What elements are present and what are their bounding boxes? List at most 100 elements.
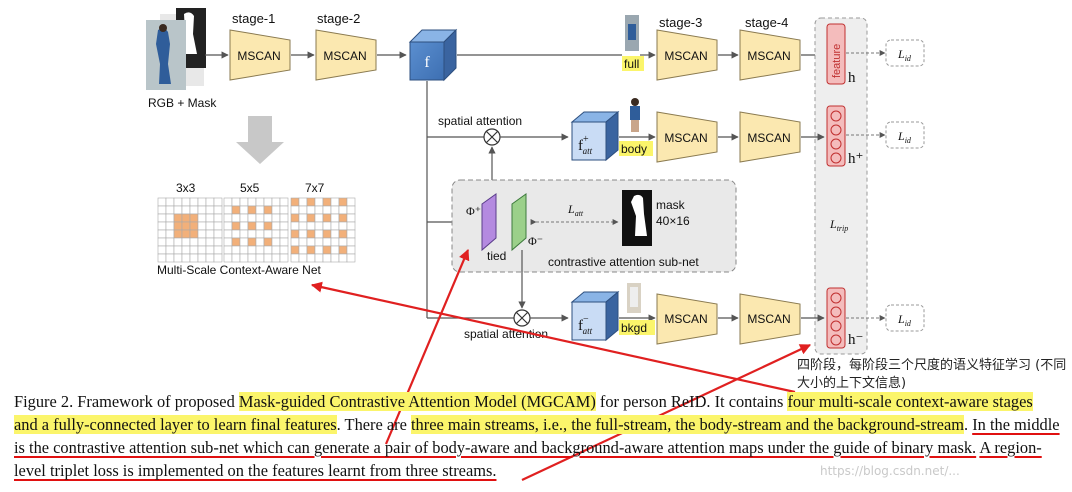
kernel-cell xyxy=(279,213,289,223)
kernel-cell xyxy=(271,253,281,263)
mscan-block-stage-1: MSCAN xyxy=(229,29,291,81)
spatial-attention-bottom-label: spatial attention xyxy=(464,327,548,341)
kernel-cell xyxy=(290,197,300,207)
kernel-cell xyxy=(255,197,265,207)
kernel-cell xyxy=(157,221,167,231)
svg-text:MSCAN: MSCAN xyxy=(237,49,280,63)
kernel-cell xyxy=(223,197,233,207)
kernel-cell xyxy=(298,197,308,207)
kernel-cell xyxy=(239,237,249,247)
kernel-cell xyxy=(157,229,167,239)
kernel-cell xyxy=(173,205,183,215)
f-att-minus-cube: f−att xyxy=(570,290,620,342)
l-id-box-full: Lid xyxy=(846,39,925,67)
kernel-cell xyxy=(279,221,289,231)
kernel-cell xyxy=(330,229,340,239)
kernel-cell xyxy=(213,229,223,239)
kernel-cell xyxy=(223,229,233,239)
kernel-cell xyxy=(263,197,273,207)
kernel-cell xyxy=(306,237,316,247)
full-stream-thumbnail xyxy=(625,15,639,51)
svg-text:f: f xyxy=(424,54,430,71)
kernel-cell xyxy=(338,221,348,231)
kernel-cell xyxy=(157,197,167,207)
full-stream-label: full xyxy=(624,57,639,71)
svg-text:MSCAN: MSCAN xyxy=(747,312,790,326)
kernel-cell xyxy=(279,245,289,255)
svg-text:MSCAN: MSCAN xyxy=(664,131,707,145)
kernel-cell xyxy=(314,229,324,239)
kernel-cell xyxy=(247,197,257,207)
input-image xyxy=(146,8,206,90)
kernel-cell xyxy=(306,221,316,231)
kernel-cell xyxy=(298,253,308,263)
kernel-cell xyxy=(197,253,207,263)
kernel-cell xyxy=(181,213,191,223)
kernel-cell xyxy=(290,253,300,263)
kernel-cell xyxy=(197,213,207,223)
kernel-cell xyxy=(298,213,308,223)
kernel-cell xyxy=(157,253,167,263)
kernel-cell xyxy=(231,213,241,223)
kernel-cell xyxy=(263,221,273,231)
kernel-cell xyxy=(205,221,215,231)
f-att-plus-cube: f+att xyxy=(570,110,620,162)
kernel-cell xyxy=(223,213,233,223)
kernel-cell xyxy=(279,205,289,215)
kernel-cell xyxy=(157,237,167,247)
down-arrow-icon xyxy=(236,116,284,164)
kernel-cell xyxy=(290,205,300,215)
kernel-cell xyxy=(279,229,289,239)
mscan-block-bkgd-stage-3: MSCAN xyxy=(656,293,718,345)
kernel-cell xyxy=(181,205,191,215)
tied-label: tied xyxy=(487,249,506,263)
feature-column-box xyxy=(814,17,868,355)
kernel-cell xyxy=(247,213,257,223)
kernel-cell xyxy=(239,229,249,239)
kernel-cell xyxy=(165,237,175,247)
kernel-cell xyxy=(197,245,207,255)
kernel-cell xyxy=(213,205,223,215)
kernel-cell xyxy=(255,237,265,247)
kernel-cell xyxy=(213,245,223,255)
kernel-cell xyxy=(255,253,265,263)
kernel-cell xyxy=(271,229,281,239)
mscan-block-body-stage-4: MSCAN xyxy=(739,111,801,163)
f-feature-cube: f xyxy=(408,28,458,82)
kernel-cell xyxy=(189,245,199,255)
kernel-cell xyxy=(263,229,273,239)
kernel-cell xyxy=(197,229,207,239)
kernel-cell xyxy=(338,229,348,239)
kernel-cell xyxy=(173,213,183,223)
stage-1-label: stage-1 xyxy=(232,11,275,26)
kernel-cell xyxy=(279,197,289,207)
kernel-cell xyxy=(263,245,273,255)
kernel-cell xyxy=(263,237,273,247)
bkgd-stream-thumbnail xyxy=(627,283,641,313)
kernel-cell xyxy=(290,213,300,223)
mscan-block-stage-2: MSCAN xyxy=(315,29,377,81)
body-stream-label: body xyxy=(621,142,647,156)
kernel-cell xyxy=(330,253,340,263)
kernel-cell xyxy=(165,229,175,239)
kernel-cell xyxy=(346,205,356,215)
kernel-cell xyxy=(322,197,332,207)
stage-2-label: stage-2 xyxy=(317,11,360,26)
kernel-cell xyxy=(239,253,249,263)
kernel-cell xyxy=(165,221,175,231)
kernel-cell xyxy=(322,229,332,239)
phi-plus-map xyxy=(481,193,497,252)
mscan-block-full-stage-3: MSCAN xyxy=(656,29,718,81)
kernel-cell xyxy=(181,197,191,207)
kernel-cell xyxy=(298,237,308,247)
kernel-cell xyxy=(205,229,215,239)
kernel-cell xyxy=(330,205,340,215)
kernel-cell xyxy=(181,245,191,255)
mscan-block-full-stage-4: MSCAN xyxy=(739,29,801,81)
stage-3-label: stage-3 xyxy=(659,15,702,30)
kernel-cell xyxy=(239,213,249,223)
kernel-cell xyxy=(298,221,308,231)
kernel-cell xyxy=(157,205,167,215)
feature-vector-full: feature xyxy=(826,23,846,85)
figure-caption: Figure 2. Framework of proposed Mask-gui… xyxy=(14,392,1060,480)
